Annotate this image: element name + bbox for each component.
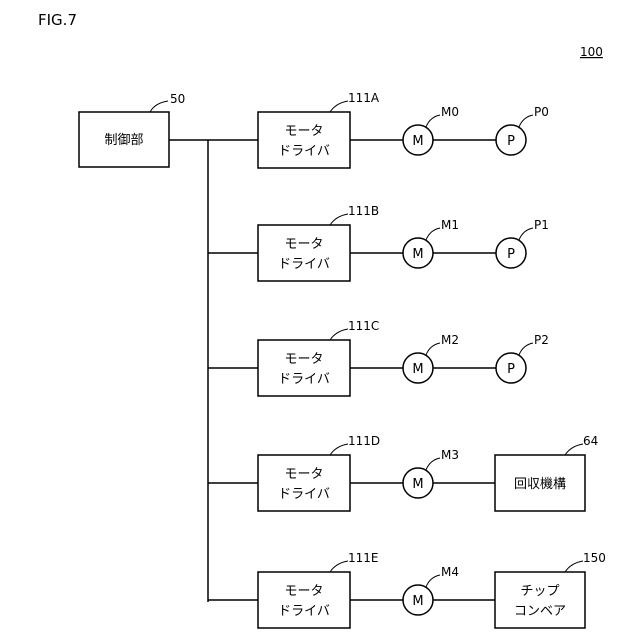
motor-driver-leader <box>330 329 348 340</box>
motor-driver-box <box>258 112 350 168</box>
motor-driver-label-line1: モータ <box>284 237 323 252</box>
chip-conveyor-label-line2: コンベア <box>514 604 566 619</box>
motor-driver-ref: 111B <box>348 204 379 218</box>
motor-driver-box <box>258 340 350 396</box>
controller-leader <box>150 101 168 112</box>
pump-leader <box>519 228 533 240</box>
motor-label: M <box>412 134 423 149</box>
pump-ref: P1 <box>534 218 549 232</box>
motor-driver-leader <box>330 214 348 225</box>
motor-driver-label-line2: ドライバ <box>278 604 330 619</box>
pump-label: P <box>507 134 515 149</box>
motor-driver-label-line1: モータ <box>284 584 323 599</box>
motor-driver-label-line2: ドライバ <box>278 144 330 159</box>
motor-leader <box>426 575 440 587</box>
motor-leader <box>426 343 440 355</box>
motor-driver-leader <box>330 101 348 112</box>
motor-driver-ref: 111A <box>348 91 380 105</box>
chip-conveyor-box <box>495 572 585 628</box>
figure-label: FIG.7 <box>38 11 77 29</box>
motor-ref: M0 <box>441 105 459 119</box>
motor-driver-label-line2: ドライバ <box>278 372 330 387</box>
motor-ref: M2 <box>441 333 459 347</box>
system-ref: 100 <box>580 45 603 59</box>
collection-mechanism-label: 回収機構 <box>514 477 566 492</box>
motor-ref: M1 <box>441 218 459 232</box>
motor-driver-label-line2: ドライバ <box>278 257 330 272</box>
motor-driver-ref: 111E <box>348 551 379 565</box>
pump-label: P <box>507 247 515 262</box>
mechanism-ref: 64 <box>583 434 598 448</box>
motor-label: M <box>412 594 423 609</box>
motor-driver-leader <box>330 444 348 455</box>
motor-driver-label-line2: ドライバ <box>278 487 330 502</box>
motor-driver-box <box>258 455 350 511</box>
motor-label: M <box>412 362 423 377</box>
motor-driver-box <box>258 225 350 281</box>
motor-driver-box <box>258 572 350 628</box>
motor-leader <box>426 458 440 470</box>
motor-driver-ref: 111D <box>348 434 380 448</box>
pump-ref: P2 <box>534 333 549 347</box>
motor-ref: M3 <box>441 448 459 462</box>
mechanism-leader <box>565 444 583 455</box>
pump-leader <box>519 115 533 127</box>
motor-driver-label-line1: モータ <box>284 352 323 367</box>
motor-leader <box>426 228 440 240</box>
pump-leader <box>519 343 533 355</box>
mechanism-leader <box>565 561 583 572</box>
motor-ref: M4 <box>441 565 459 579</box>
motor-driver-leader <box>330 561 348 572</box>
motor-driver-label-line1: モータ <box>284 467 323 482</box>
mechanism-ref: 150 <box>583 551 606 565</box>
pump-ref: P0 <box>534 105 549 119</box>
pump-label: P <box>507 362 515 377</box>
motor-driver-ref: 111C <box>348 319 379 333</box>
chip-conveyor-label-line1: チップ <box>520 584 559 599</box>
motor-label: M <box>412 247 423 262</box>
motor-driver-label-line1: モータ <box>284 124 323 139</box>
motor-label: M <box>412 477 423 492</box>
motor-leader <box>426 115 440 127</box>
controller-ref: 50 <box>170 92 185 106</box>
controller-label: 制御部 <box>104 133 143 148</box>
